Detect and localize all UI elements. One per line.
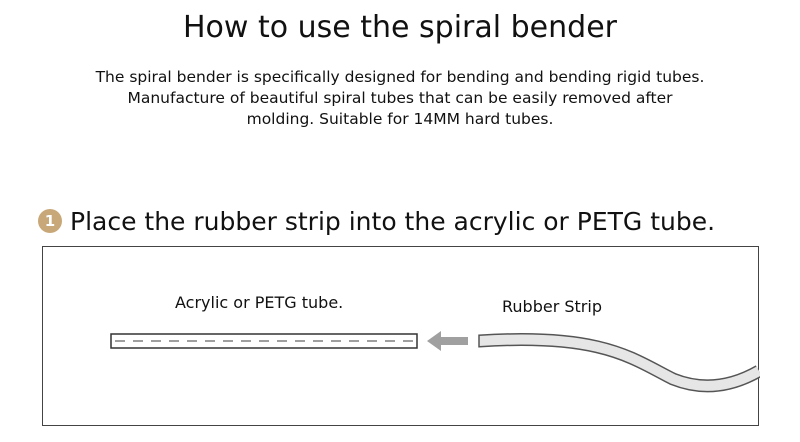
- page-title: How to use the spiral bender: [183, 10, 617, 45]
- tube-label: Acrylic or PETG tube.: [175, 293, 344, 312]
- rubber-strip: [478, 333, 760, 393]
- intro-line-2: Manufacture of beautiful spiral tubes th…: [127, 89, 673, 107]
- acrylic-tube: [110, 333, 418, 349]
- diagram-panel: Acrylic or PETG tube. Rubber Strip: [42, 246, 760, 426]
- rubber-strip-label: Rubber Strip: [502, 297, 602, 316]
- intro-text: The spiral bender is specifically design…: [40, 67, 760, 130]
- arrow-left-icon: [427, 331, 468, 351]
- intro-line-3: molding. Suitable for 14MM hard tubes.: [246, 110, 554, 128]
- diagram-illustration: [110, 331, 760, 393]
- step-instruction: Place the rubber strip into the acrylic …: [70, 206, 716, 236]
- step-number-badge: 1: [38, 209, 62, 233]
- intro-line-1: The spiral bender is specifically design…: [95, 68, 705, 86]
- step-heading: 1 Place the rubber strip into the acryli…: [38, 204, 715, 238]
